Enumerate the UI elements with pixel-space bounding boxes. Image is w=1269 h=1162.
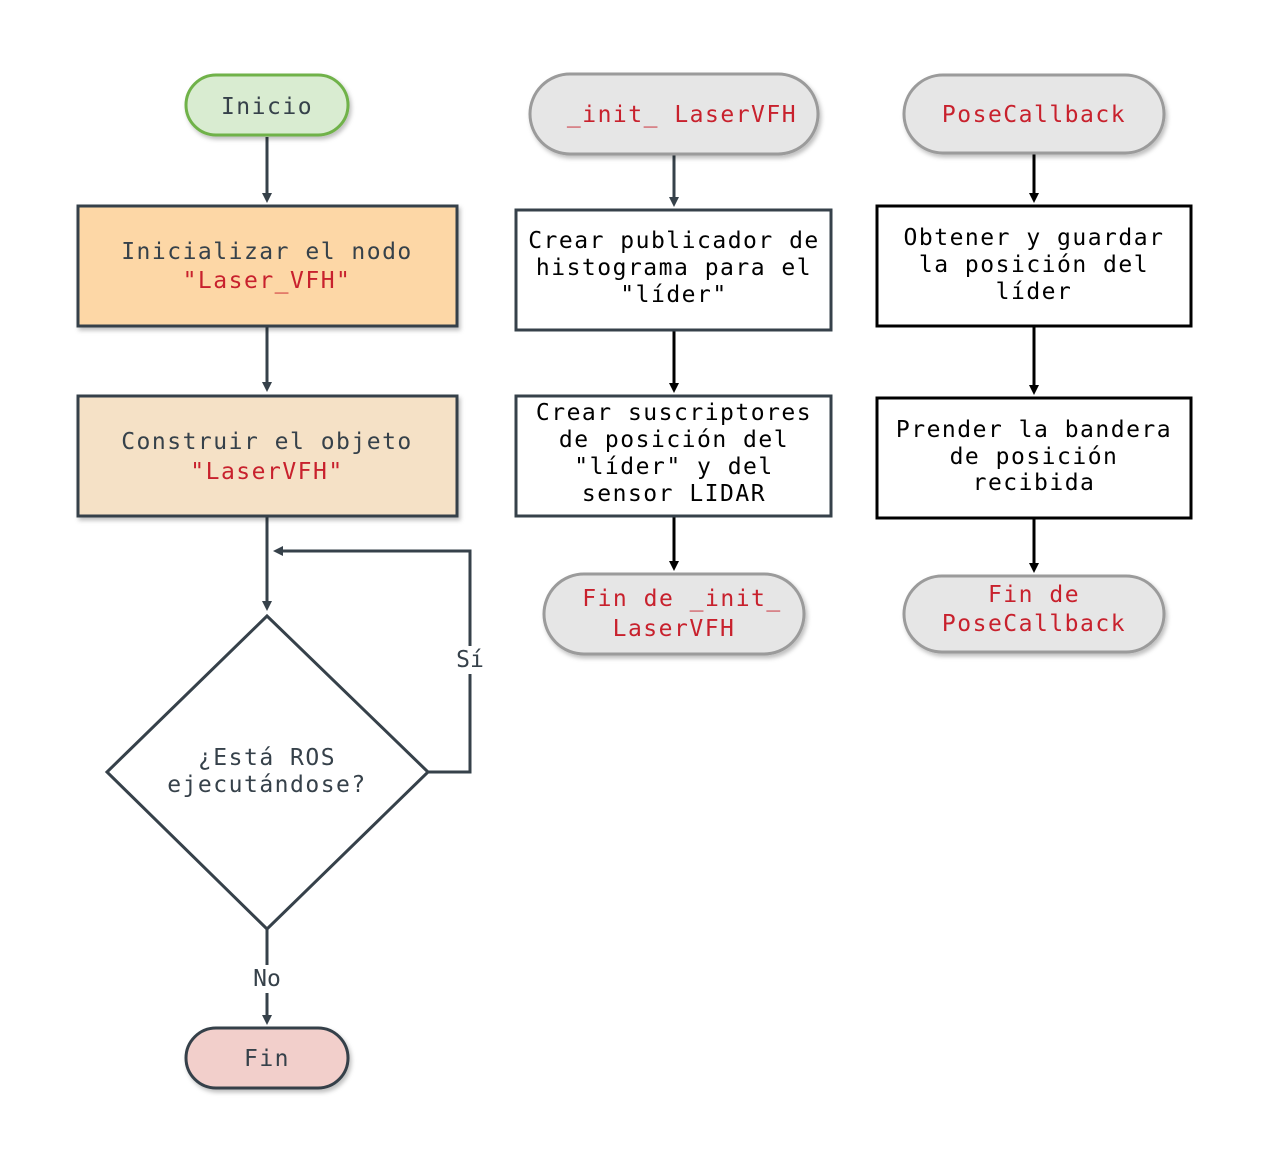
- init-end-line2: LaserVFH: [613, 616, 736, 642]
- set-position-flag-process: [875, 396, 1193, 520]
- pose-start-terminal: [902, 73, 1166, 155]
- pose-start-label: PoseCallback: [942, 102, 1126, 128]
- pose-callback-flow: PoseCallback Obtener y guardar la posici…: [875, 73, 1193, 654]
- end-terminal: [184, 1026, 350, 1090]
- ros-running-decision: [104, 613, 431, 932]
- init-end-line1: Fin de _init_: [582, 586, 782, 612]
- start-terminal: [184, 73, 350, 137]
- init-step1-line2: histograma para el: [536, 255, 812, 281]
- decision-label-line1: ¿Está ROS: [198, 745, 336, 771]
- pose-end-terminal: [902, 574, 1166, 654]
- pose-step1-line2: la posición del: [919, 252, 1149, 278]
- create-histogram-publisher-process: [514, 208, 833, 332]
- pose-end-line1: Fin de: [988, 582, 1080, 608]
- init-step2-line2: de posición del: [559, 427, 789, 453]
- save-leader-position-process: [875, 204, 1193, 328]
- pose-step2-line3: recibida: [973, 470, 1096, 496]
- init-node-label-line1: Inicializar el nodo: [121, 239, 413, 265]
- no-label-bg: [248, 965, 286, 993]
- build-object-label-line2: "LaserVFH": [190, 459, 343, 485]
- pose-step1-line3: líder: [996, 279, 1073, 305]
- decision-label-line2: ejecutándose?: [167, 772, 367, 798]
- end-label: Fin: [244, 1046, 290, 1072]
- yes-label: Sí: [456, 647, 484, 673]
- init-step2-line3: "líder" y del: [574, 454, 774, 480]
- init-end-terminal: [542, 572, 806, 656]
- build-object-label-line1: Construir el objeto: [121, 429, 413, 455]
- init-step2-line4: sensor LIDAR: [582, 481, 766, 507]
- yes-label-bg: [452, 646, 488, 674]
- init-flow: _init_ LaserVFH Crear publicador de hist…: [514, 72, 833, 656]
- main-flow: Inicio Inicializar el nodo "Laser_VFH" C…: [76, 73, 488, 1090]
- start-label: Inicio: [221, 94, 313, 120]
- init-step1-line1: Crear publicador de: [528, 228, 820, 254]
- pose-end-line2: PoseCallback: [942, 611, 1126, 637]
- init-node-process: [76, 204, 459, 328]
- create-subscribers-process: [514, 394, 833, 518]
- init-step2-line1: Crear suscriptores: [536, 400, 812, 426]
- init-start-label: _init_ LaserVFH: [567, 102, 797, 128]
- init-node-label-line2: "Laser_VFH": [183, 268, 352, 294]
- build-object-process: [76, 394, 459, 518]
- no-label: No: [253, 966, 281, 992]
- init-step1-line3: "líder": [620, 282, 727, 308]
- pose-step1-line1: Obtener y guardar: [904, 225, 1165, 251]
- init-start-terminal: [528, 72, 820, 156]
- pose-step2-line2: de posición: [950, 444, 1119, 470]
- pose-step2-line1: Prender la bandera: [896, 417, 1172, 443]
